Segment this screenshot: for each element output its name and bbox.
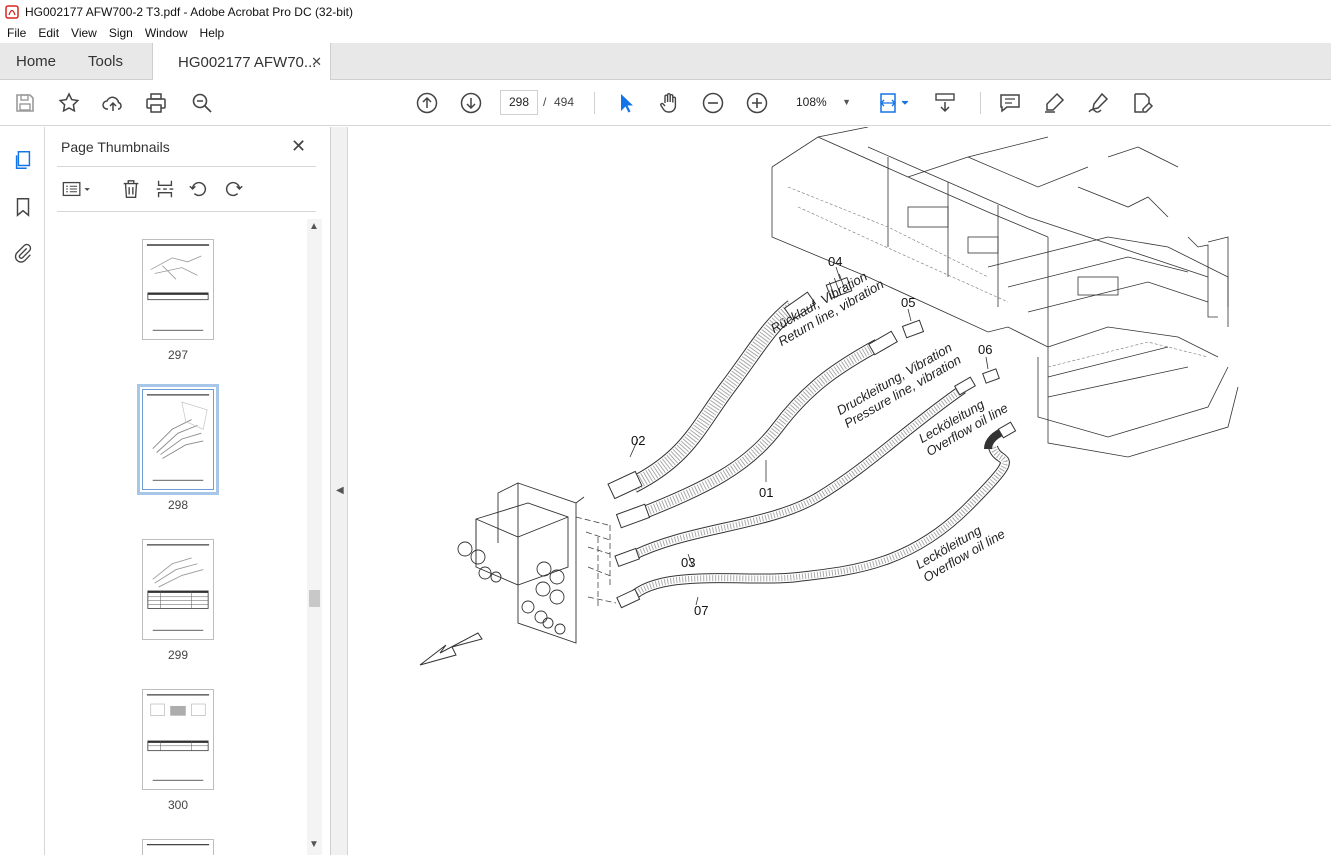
callout-01: 01 [759, 485, 774, 500]
tab-home[interactable]: Home [16, 53, 57, 70]
options-icon[interactable] [59, 177, 97, 201]
pages-icon[interactable] [10, 147, 36, 173]
fitting-06 [982, 368, 1000, 384]
callout-03: 03 [681, 555, 696, 570]
main-toolbar: 298 / 494 108% ▼ [0, 80, 1331, 126]
zoom-in-icon[interactable] [744, 90, 770, 116]
hydraulic-diagram [419, 127, 1239, 666]
page-total: 494 [554, 95, 575, 109]
thumbnail-page-298[interactable] [137, 384, 219, 495]
callout-06: 06 [978, 342, 993, 357]
page-down-icon[interactable] [458, 90, 484, 116]
edit-pdf-icon[interactable] [1129, 90, 1155, 116]
tab-tools[interactable]: Tools [88, 53, 124, 70]
tab-document[interactable]: HG002177 AFW70... ✕ [152, 43, 331, 81]
panel-collapse-handle[interactable]: ◀ [331, 127, 348, 855]
fitting-05 [901, 319, 925, 339]
attachment-icon[interactable] [10, 240, 36, 266]
select-cursor-icon[interactable] [613, 90, 639, 116]
page-number-input[interactable]: 298 [500, 90, 538, 115]
zoom-select[interactable]: 108% ▼ [785, 90, 857, 115]
hose-02 [607, 291, 817, 500]
connection-lines [575, 516, 617, 607]
print-icon[interactable] [143, 90, 169, 116]
callout-05: 05 [901, 295, 916, 310]
rotate-right-icon[interactable] [221, 177, 245, 201]
page-separator: / [543, 95, 547, 109]
thumbnail-label: 299 [167, 648, 189, 662]
thumbnail-label: 300 [167, 798, 189, 812]
tab-document-label: HG002177 AFW70... [178, 53, 317, 71]
valve-block [457, 482, 585, 644]
left-nav-rail [0, 127, 45, 855]
zoom-value: 108% [796, 95, 827, 109]
fitting-04 [825, 273, 853, 299]
highlight-icon[interactable] [1041, 90, 1067, 116]
menu-sign[interactable]: Sign [108, 26, 133, 40]
comment-icon[interactable] [997, 90, 1023, 116]
thumbnail-page-300[interactable] [142, 689, 214, 790]
sign-icon[interactable] [1085, 90, 1111, 116]
hose-07 [616, 421, 1017, 609]
scroll-thumb[interactable] [309, 590, 320, 607]
menu-file[interactable]: File [7, 26, 27, 40]
machine-detail [787, 186, 1209, 368]
thumbnail-label: 298 [167, 498, 189, 512]
chevron-down-icon: ▼ [842, 97, 851, 107]
direction-arrow [419, 632, 483, 666]
toolbar-divider [594, 92, 595, 114]
callout-02: 02 [631, 433, 646, 448]
collapse-left-icon[interactable]: ◀ [336, 485, 344, 496]
hose-03 [614, 376, 976, 568]
menu-help[interactable]: Help [199, 26, 225, 40]
bookmark-star-icon[interactable] [56, 90, 82, 116]
upload-icon[interactable] [100, 90, 126, 116]
page-thumbnails-panel: Page Thumbnails ✕ 297 298 [45, 127, 331, 855]
title-bar: HG002177 AFW700-2 T3.pdf - Adobe Acrobat… [0, 0, 1331, 23]
scroll-up-icon[interactable]: ▲ [309, 221, 319, 232]
scroll-down-icon[interactable]: ▼ [309, 839, 319, 850]
acrobat-app-icon [5, 4, 19, 19]
bookmark-icon[interactable] [10, 194, 36, 220]
close-tab-icon[interactable]: ✕ [311, 54, 322, 69]
callout-leaders [629, 266, 989, 606]
callout-07: 07 [694, 603, 709, 618]
menu-edit[interactable]: Edit [38, 26, 60, 40]
scroll-mode-icon[interactable] [932, 90, 958, 116]
zoom-search-icon[interactable] [189, 90, 215, 116]
thumbnail-page-299[interactable] [142, 539, 214, 640]
menu-window[interactable]: Window [144, 26, 188, 40]
hose-01 [615, 330, 898, 529]
panel-divider [57, 166, 316, 167]
toolbar-divider [980, 92, 981, 114]
window-title: HG002177 AFW700-2 T3.pdf - Adobe Acrobat… [25, 4, 353, 19]
callout-04: 04 [828, 254, 843, 269]
thumbnail-page-297[interactable] [142, 239, 214, 340]
close-panel-icon[interactable]: ✕ [291, 136, 307, 156]
zoom-out-icon[interactable] [700, 90, 726, 116]
insert-page-icon[interactable] [153, 177, 177, 201]
page-up-icon[interactable] [414, 90, 440, 116]
document-view[interactable]: 02 01 03 07 04 05 06 Rücklauf, Vibration… [348, 127, 1331, 855]
delete-icon[interactable] [119, 177, 143, 201]
thumbnail-scrollbar[interactable]: ▲ ▼ [307, 219, 322, 855]
machine-frame [771, 127, 1239, 458]
save-icon[interactable] [12, 90, 38, 116]
panel-divider [57, 211, 316, 212]
thumbnail-page-next[interactable] [142, 839, 214, 855]
fit-page-icon[interactable] [876, 90, 914, 116]
panel-title: Page Thumbnails [61, 139, 170, 155]
hand-icon[interactable] [656, 90, 682, 116]
thumbnail-label: 297 [167, 348, 189, 362]
rotate-left-icon[interactable] [187, 177, 211, 201]
menu-bar: File Edit View Sign Window Help [0, 23, 1331, 43]
menu-view[interactable]: View [71, 26, 97, 40]
tab-bar: Home Tools HG002177 AFW70... ✕ [0, 43, 1331, 81]
